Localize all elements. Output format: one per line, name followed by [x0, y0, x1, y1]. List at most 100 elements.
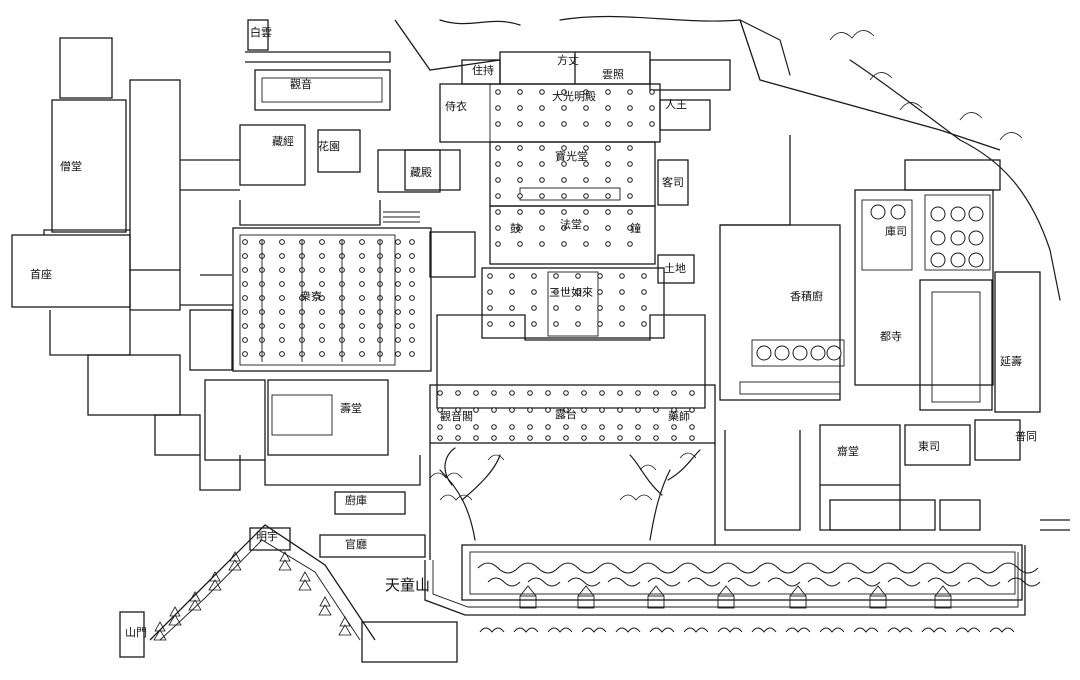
column — [527, 390, 533, 396]
kitchen-stoves — [756, 345, 842, 361]
column — [539, 105, 545, 111]
column — [491, 424, 497, 430]
label-lutai: 露台 — [555, 407, 577, 421]
label-fengongtang: 寶光堂 — [555, 149, 588, 163]
column — [597, 289, 603, 295]
column — [509, 390, 515, 396]
outer-wall-line — [424, 545, 1026, 616]
label-guanyin: 觀音 — [290, 77, 312, 91]
column — [605, 225, 611, 231]
column — [561, 225, 567, 231]
column — [583, 193, 589, 199]
column — [319, 295, 325, 301]
west-main-hall — [51, 99, 127, 233]
column — [495, 89, 501, 95]
column — [279, 253, 285, 259]
wall-wave — [853, 627, 879, 633]
column — [689, 435, 695, 441]
pine-tree — [338, 616, 352, 636]
column — [509, 435, 515, 441]
label-mingyu: 明宇 — [256, 530, 278, 543]
wave — [557, 562, 599, 574]
east-upper-wall — [720, 135, 791, 226]
label-kezi: 客司 — [662, 175, 684, 189]
column — [561, 177, 567, 183]
column — [319, 351, 325, 357]
wave — [677, 562, 719, 574]
column — [605, 209, 611, 215]
tree-west — [439, 447, 501, 541]
west-small-room — [154, 414, 201, 456]
wall-wave — [581, 627, 607, 633]
northeast-tree-leaves — [829, 30, 1023, 141]
wave — [1007, 577, 1041, 587]
stove — [774, 345, 790, 361]
mountain-shrine — [119, 611, 145, 658]
column — [641, 289, 647, 295]
column — [531, 273, 537, 279]
east-blocks — [719, 135, 1070, 531]
column — [395, 281, 401, 287]
central-axis-columns — [487, 89, 655, 327]
column — [437, 424, 443, 430]
column — [279, 337, 285, 343]
stupa — [789, 595, 807, 609]
column — [495, 105, 501, 111]
wall-wave — [921, 627, 947, 633]
wave — [967, 577, 1001, 587]
column — [487, 321, 493, 327]
column — [509, 305, 515, 311]
wall-wave — [683, 627, 709, 633]
label-putong: 普同 — [1015, 429, 1037, 443]
stupa-roof — [717, 585, 735, 597]
mountain-ridge — [149, 524, 376, 641]
sw-guest-court — [267, 379, 389, 456]
mountain-ridge-inner — [159, 539, 361, 641]
label-kufang: 庫司 — [885, 224, 907, 238]
column — [605, 161, 611, 167]
column — [627, 241, 633, 247]
column — [495, 177, 501, 183]
column — [539, 193, 545, 199]
wave — [887, 577, 921, 587]
jar — [870, 204, 886, 220]
column — [575, 289, 581, 295]
storage-jars — [870, 204, 984, 268]
west-wing — [11, 37, 241, 491]
label-cangjing: 藏經 — [272, 134, 294, 148]
pond-outer — [461, 544, 1023, 601]
column — [581, 424, 587, 430]
column — [597, 273, 603, 279]
wave — [717, 562, 759, 574]
column — [319, 267, 325, 273]
column — [395, 267, 401, 273]
column — [359, 253, 365, 259]
column — [242, 309, 248, 315]
column — [597, 305, 603, 311]
label-fatang: 法堂 — [560, 217, 582, 231]
column — [563, 390, 569, 396]
column — [599, 424, 605, 430]
west-connector — [43, 229, 130, 235]
column — [437, 435, 443, 441]
column — [359, 267, 365, 273]
pine-tree — [153, 621, 167, 641]
label-zhaitang: 齋堂 — [837, 444, 859, 458]
outer-wall-inner — [432, 552, 1019, 608]
column — [437, 390, 443, 396]
stupa-roof — [934, 585, 952, 597]
label-tudidian: 土地 — [664, 262, 686, 275]
west-small-hall — [59, 37, 113, 99]
column — [561, 241, 567, 247]
column — [539, 161, 545, 167]
column — [359, 281, 365, 287]
pine-tree — [278, 551, 292, 571]
column — [279, 267, 285, 273]
east-latrine — [904, 424, 971, 466]
wall-wave — [989, 627, 1015, 633]
stupa-roof — [789, 585, 807, 597]
column — [641, 321, 647, 327]
east-lower-court-2 — [819, 485, 901, 531]
column — [409, 281, 415, 287]
